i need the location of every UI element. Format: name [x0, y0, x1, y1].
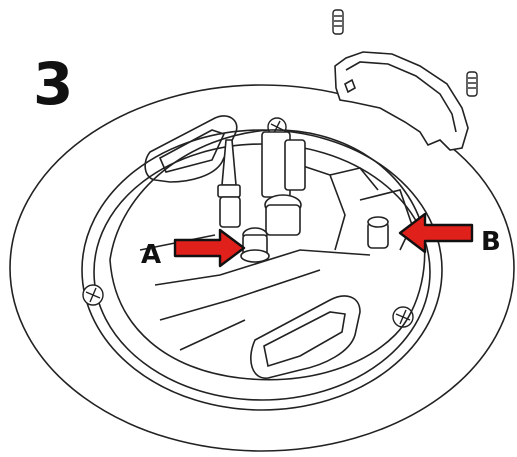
- screw-icon: [332, 9, 344, 35]
- screw-icon: [82, 284, 104, 306]
- callout-b-label: B: [481, 227, 501, 257]
- electrode-assembly: [217, 131, 389, 263]
- callout-a-arrow: [173, 228, 246, 268]
- callout-a-label: A: [141, 240, 161, 270]
- burner-cover-plate: [334, 51, 469, 151]
- screw-icon: [466, 71, 478, 97]
- screw-icon: [392, 306, 414, 328]
- step-number: 3: [33, 50, 73, 118]
- callout-b-arrow: [398, 212, 474, 254]
